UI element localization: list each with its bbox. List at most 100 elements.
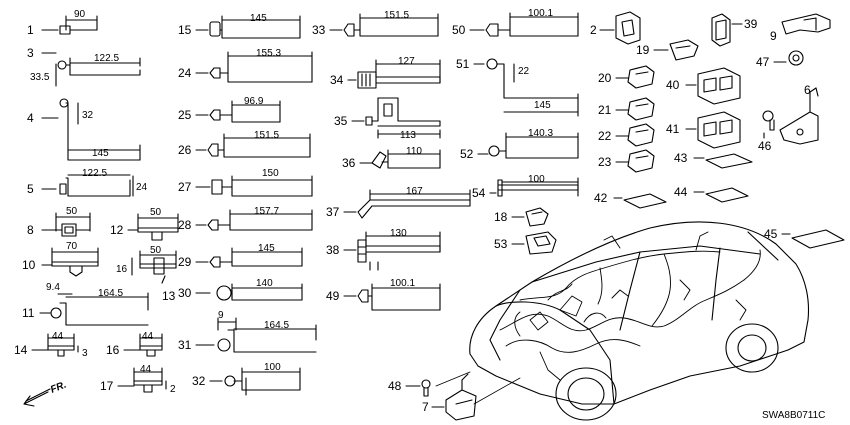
dim-29-length: 145 — [258, 243, 275, 254]
part-24-drawing — [195, 51, 313, 83]
part-26-drawing — [195, 133, 311, 158]
dim-51-length: 145 — [534, 100, 551, 111]
dim-31-length: 164.5 — [264, 320, 289, 331]
front-label: FR. — [49, 380, 68, 396]
callout-labels: 1 3 4 5 8 10 11 12 13 14 15 16 17 24 25 … — [14, 17, 811, 414]
callout-13: 13 — [162, 289, 176, 303]
part-34-drawing — [347, 59, 441, 89]
part-33-drawing — [329, 13, 439, 37]
part-51-drawing — [473, 58, 579, 117]
dim-5-height: 24 — [136, 182, 148, 193]
dim-26-length: 151.5 — [254, 130, 279, 141]
callout-45: 45 — [764, 227, 778, 241]
callout-5: 5 — [27, 182, 34, 196]
part-53-drawing — [511, 231, 557, 255]
callout-12: 12 — [110, 223, 124, 237]
part-7-drawing — [431, 373, 477, 421]
callout-40: 40 — [666, 78, 680, 92]
callout-8: 8 — [27, 223, 34, 237]
dim-10-length: 70 — [66, 241, 78, 252]
part-38-drawing — [343, 231, 441, 271]
part-19-drawing — [653, 39, 699, 61]
dim-31-offset: 9 — [218, 310, 224, 321]
callout-41: 41 — [666, 122, 680, 136]
part-27-drawing — [195, 175, 313, 197]
dim-30-length: 140 — [256, 278, 273, 289]
dim-14-length: 44 — [52, 331, 64, 342]
dim-4-length: 145 — [92, 148, 109, 159]
callout-6: 6 — [804, 83, 811, 97]
dim-50-length: 100.1 — [528, 8, 553, 19]
dim-8-length: 50 — [66, 206, 78, 217]
callout-39: 39 — [744, 17, 758, 31]
callout-11: 11 — [22, 306, 35, 320]
dim-35-length: 113 — [400, 130, 416, 141]
callout-36: 36 — [342, 156, 356, 170]
callout-lines — [435, 371, 521, 405]
dim-16-length: 44 — [142, 331, 154, 342]
part-10-drawing — [41, 247, 99, 277]
part-9-drawing — [781, 13, 831, 35]
dim-28-length: 157.7 — [254, 206, 279, 217]
part-39-drawing — [711, 13, 743, 47]
part-41-drawing — [685, 111, 741, 149]
part-35-drawing — [351, 97, 441, 139]
part-49-drawing — [343, 283, 441, 311]
callout-21: 21 — [598, 103, 612, 117]
part-21-drawing — [615, 97, 655, 121]
callout-15: 15 — [178, 23, 192, 37]
callout-52: 52 — [460, 147, 474, 161]
callout-9: 9 — [770, 29, 777, 43]
callout-33: 33 — [312, 23, 326, 37]
callout-32: 32 — [192, 374, 206, 388]
harness-wires — [499, 231, 761, 381]
part-29-drawing — [195, 247, 303, 268]
callout-17: 17 — [100, 379, 114, 393]
front-arrow-icon — [23, 388, 51, 407]
dim-11-length: 164.5 — [98, 288, 123, 299]
part-37-drawing — [343, 189, 471, 219]
dim-3-height: 33.5 — [30, 72, 50, 83]
dim-15-length: 145 — [250, 13, 267, 24]
part-17-drawing — [117, 367, 167, 393]
callout-38: 38 — [326, 243, 340, 257]
part-16-drawing — [123, 333, 163, 357]
dim-17-length: 44 — [140, 364, 152, 375]
part-2-drawing — [599, 11, 641, 45]
part-44-drawing — [693, 187, 749, 203]
part-43-drawing — [693, 153, 753, 169]
callout-27: 27 — [178, 180, 192, 194]
part-3-drawing — [41, 52, 141, 87]
callout-25: 25 — [178, 108, 192, 122]
part-45-drawing — [781, 229, 845, 249]
dim-34-length: 127 — [398, 56, 415, 67]
callout-18: 18 — [494, 210, 508, 224]
callout-44: 44 — [674, 185, 688, 199]
dim-24-length: 155.3 — [256, 48, 281, 59]
callout-20: 20 — [598, 71, 612, 85]
dim-51-height: 22 — [518, 66, 530, 77]
part-42-drawing — [613, 193, 667, 209]
callout-2: 2 — [590, 23, 597, 37]
dim-17-height: 2 — [170, 384, 176, 395]
part-4-drawing — [41, 98, 141, 161]
part-46-drawing — [762, 110, 775, 139]
callout-19: 19 — [636, 43, 650, 57]
part-47-drawing — [773, 50, 804, 66]
callout-23: 23 — [598, 155, 612, 169]
callout-16: 16 — [106, 343, 120, 357]
part-32-drawing — [209, 367, 301, 396]
part-14-drawing — [31, 333, 79, 357]
part-12-drawing — [127, 213, 179, 241]
part-8-drawing — [41, 212, 91, 237]
part-22-drawing — [615, 123, 655, 147]
callout-7: 7 — [422, 400, 429, 414]
diagram-code: SWA8B0711C — [762, 410, 825, 421]
dim-13-length: 50 — [150, 245, 162, 256]
part-13-drawing — [131, 250, 177, 284]
callout-43: 43 — [674, 151, 688, 165]
part-36-drawing — [359, 149, 441, 169]
callout-22: 22 — [598, 129, 612, 143]
dim-4-height: 32 — [82, 110, 94, 121]
